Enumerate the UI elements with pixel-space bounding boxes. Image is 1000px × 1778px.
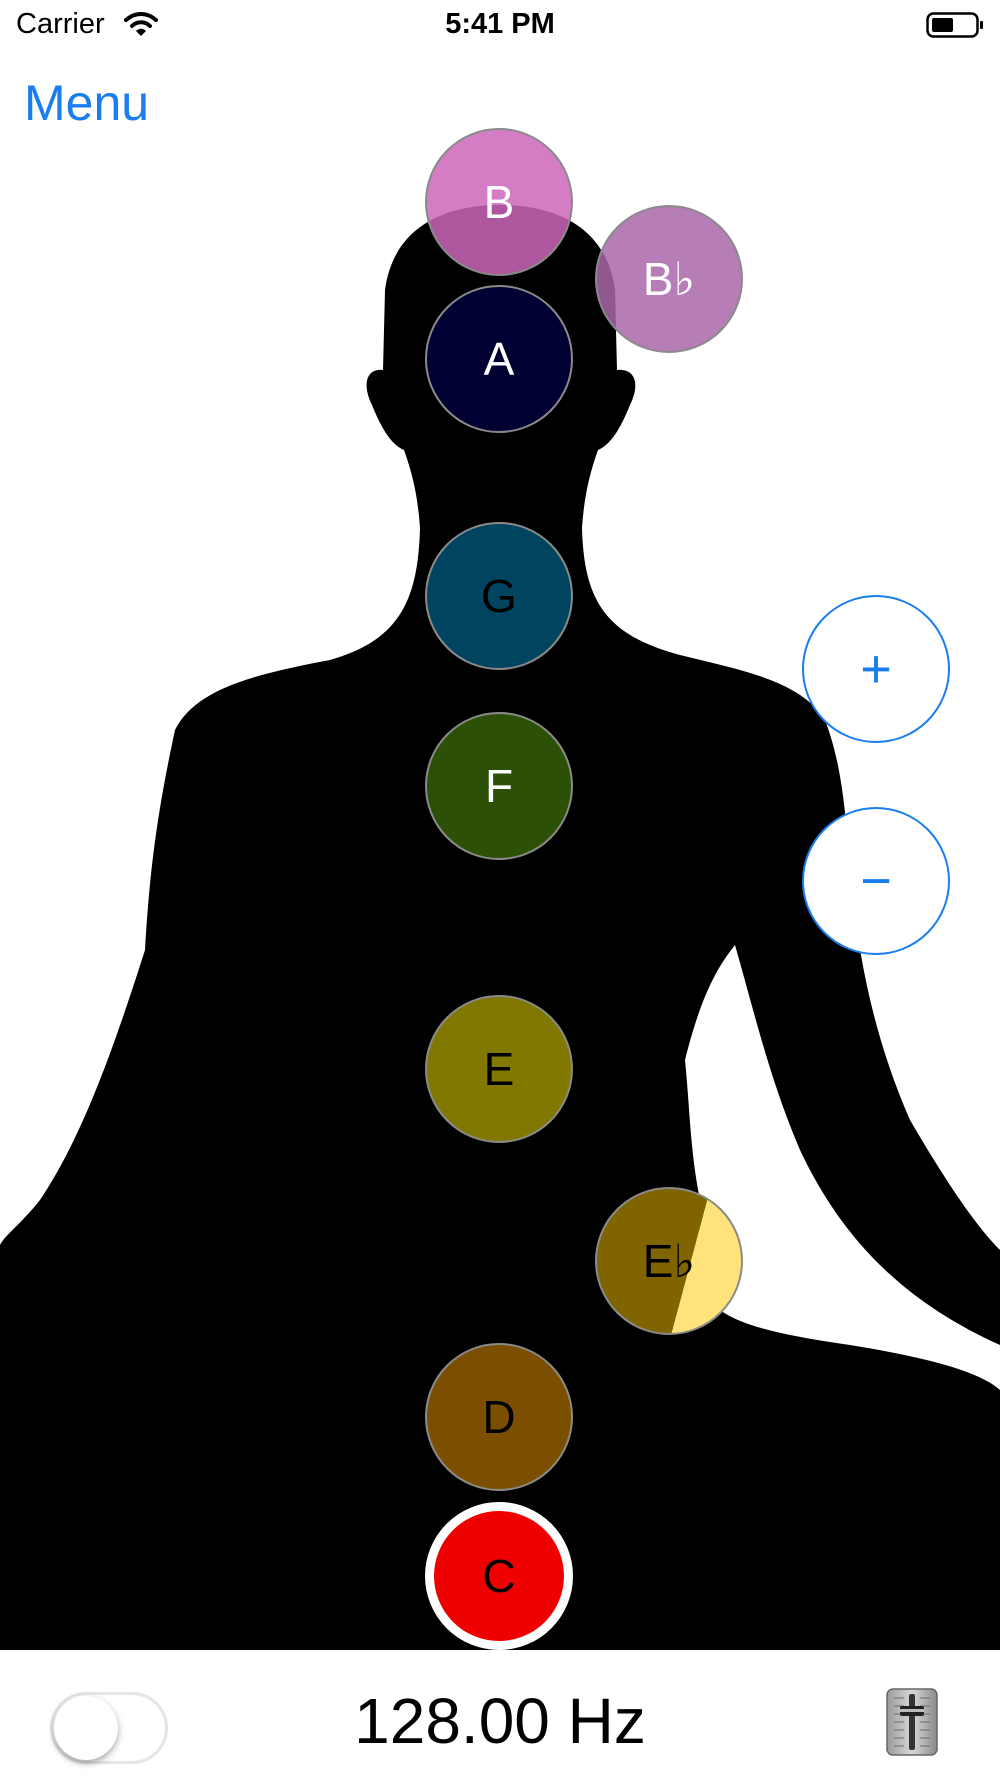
minus-icon: − xyxy=(860,851,892,911)
toggle-knob xyxy=(54,1696,118,1760)
note-label: B xyxy=(483,176,515,228)
note-e-button[interactable]: E xyxy=(425,995,573,1143)
play-toggle[interactable] xyxy=(50,1692,168,1764)
note-label: F xyxy=(484,760,514,812)
clock: 5:41 PM xyxy=(445,8,555,40)
note-label: G xyxy=(481,570,517,622)
note-c-button[interactable]: C xyxy=(425,1502,573,1650)
note-d-button[interactable]: D xyxy=(425,1343,573,1491)
note-label: D xyxy=(482,1391,516,1443)
plus-icon: + xyxy=(860,639,892,699)
slider-mixer-icon[interactable] xyxy=(886,1688,938,1756)
note-label: B♭ xyxy=(642,253,696,305)
status-bar: Carrier 5:41 PM xyxy=(0,0,1000,50)
note-label: E♭ xyxy=(642,1235,696,1287)
note-f-button[interactable]: F xyxy=(425,712,573,860)
note-label: A xyxy=(483,333,515,385)
note-b-flat-button[interactable]: B♭ xyxy=(595,205,743,353)
note-label: C xyxy=(482,1550,516,1602)
note-g-button[interactable]: G xyxy=(425,522,573,670)
zoom-out-button[interactable]: − xyxy=(802,807,950,955)
note-a-button[interactable]: A xyxy=(425,285,573,433)
zoom-in-button[interactable]: + xyxy=(802,595,950,743)
carrier-label: Carrier xyxy=(16,8,105,40)
note-e-flat-button[interactable]: E♭ xyxy=(595,1187,743,1335)
note-b-button[interactable]: B xyxy=(425,128,573,276)
battery-icon xyxy=(926,12,983,38)
note-label: E xyxy=(483,1043,515,1095)
menu-button[interactable]: Menu xyxy=(24,75,150,131)
wifi-icon xyxy=(124,12,158,36)
bottom-bar: 128.00 Hz xyxy=(0,1654,1000,1778)
frequency-readout: 128.00 Hz xyxy=(354,1685,646,1757)
